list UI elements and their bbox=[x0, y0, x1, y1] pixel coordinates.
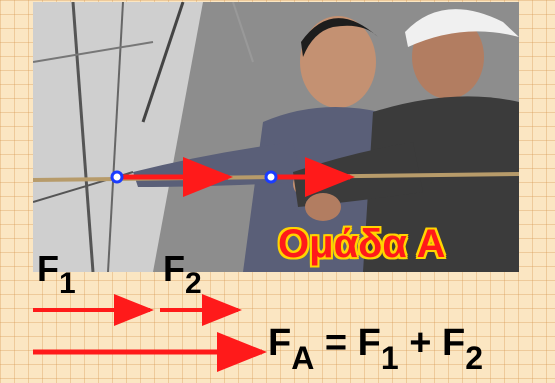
eq-plus: + bbox=[409, 322, 431, 364]
application-point-2 bbox=[266, 172, 276, 182]
eq-term1-subscript: 1 bbox=[381, 340, 399, 376]
force1-subscript: 1 bbox=[59, 267, 76, 300]
force2-label: F2 bbox=[163, 248, 202, 301]
force2-subscript: 2 bbox=[185, 267, 202, 300]
eq-equals: = bbox=[325, 322, 347, 364]
application-point-1 bbox=[112, 172, 122, 182]
force2-symbol: F bbox=[163, 248, 185, 289]
force1-symbol: F bbox=[37, 248, 59, 289]
eq-term2-subscript: 2 bbox=[465, 340, 483, 376]
eq-term1-symbol: F bbox=[358, 322, 381, 364]
eq-lhs-symbol: F bbox=[268, 322, 291, 364]
eq-term2-symbol: F bbox=[442, 322, 465, 364]
force1-label: F1 bbox=[37, 248, 76, 301]
team-title: Ομάδα Α bbox=[278, 222, 446, 267]
sum-equation: FA = F1 + F2 bbox=[268, 322, 483, 377]
eq-lhs-subscript: A bbox=[291, 340, 314, 376]
